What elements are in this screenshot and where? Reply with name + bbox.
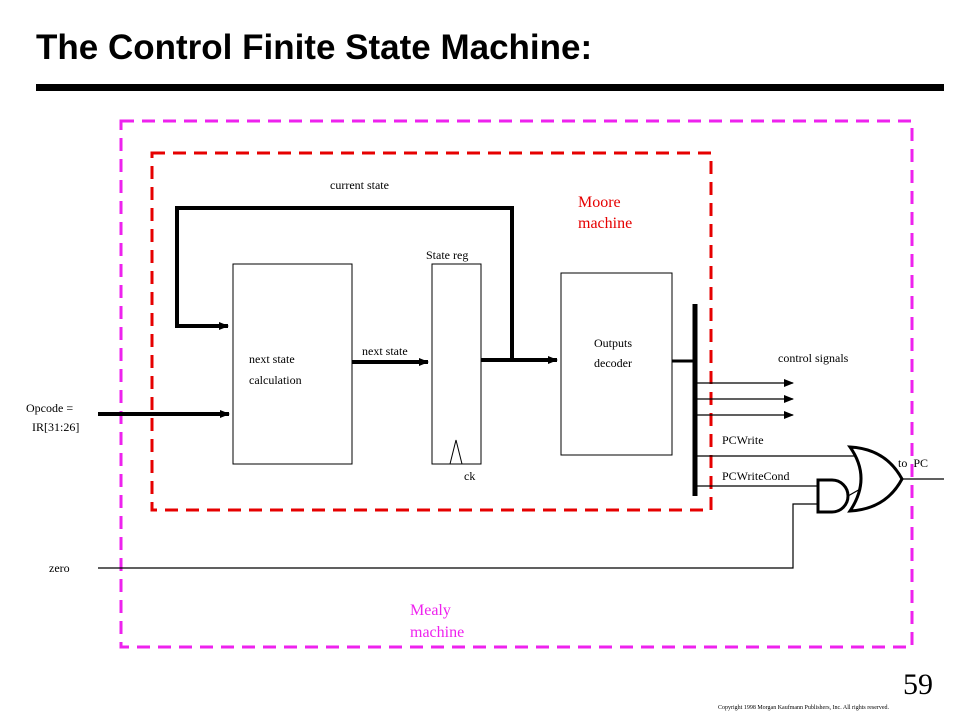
outputs-decoder-label-line2: decoder: [594, 356, 632, 370]
outputs-decoder-block: [560, 272, 673, 456]
next-state-label: next state: [362, 344, 408, 358]
clock-triangle: [449, 439, 463, 465]
or-gate: [846, 445, 904, 513]
next-state-calculation-block: [232, 263, 353, 465]
moore-machine-label-line2: machine: [578, 215, 632, 232]
next-state-calc-label-line2: calculation: [249, 373, 302, 387]
zero-wire: [98, 503, 818, 569]
zero-label: zero: [49, 561, 70, 575]
pcwritecond-label: PCWriteCond: [722, 469, 790, 483]
outputs-decoder-label-line1: Outputs: [594, 336, 632, 350]
mealy-machine-label-line2: machine: [410, 624, 464, 641]
slide-title: The Control Finite State Machine:: [36, 28, 593, 67]
current-state-label: current state: [330, 178, 389, 192]
opcode-label-line2: IR[31:26]: [32, 420, 79, 434]
copyright-notice: Copyright 1998 Morgan Kaufmann Publisher…: [718, 705, 890, 711]
and-gate: [816, 478, 850, 514]
page-number: 59: [903, 668, 933, 701]
pcwrite-label: PCWrite: [722, 433, 764, 447]
state-reg-label: State reg: [426, 248, 468, 262]
title-underline: [36, 84, 944, 91]
opcode-label-line1: Opcode =: [26, 401, 73, 415]
next-state-calc-label-line1: next state: [249, 352, 295, 366]
state-register-block: [431, 263, 482, 465]
clock-label: ck: [464, 469, 475, 483]
control-signals-label: control signals: [778, 351, 849, 365]
to-pc-label: to PC: [898, 456, 928, 470]
current-state-feedback-wire: [175, 206, 514, 360]
moore-machine-boundary: [150, 151, 713, 512]
mealy-machine-label-line1: Mealy: [410, 602, 451, 619]
moore-machine-label-line1: Moore: [578, 194, 621, 211]
mealy-machine-boundary: [119, 119, 914, 649]
